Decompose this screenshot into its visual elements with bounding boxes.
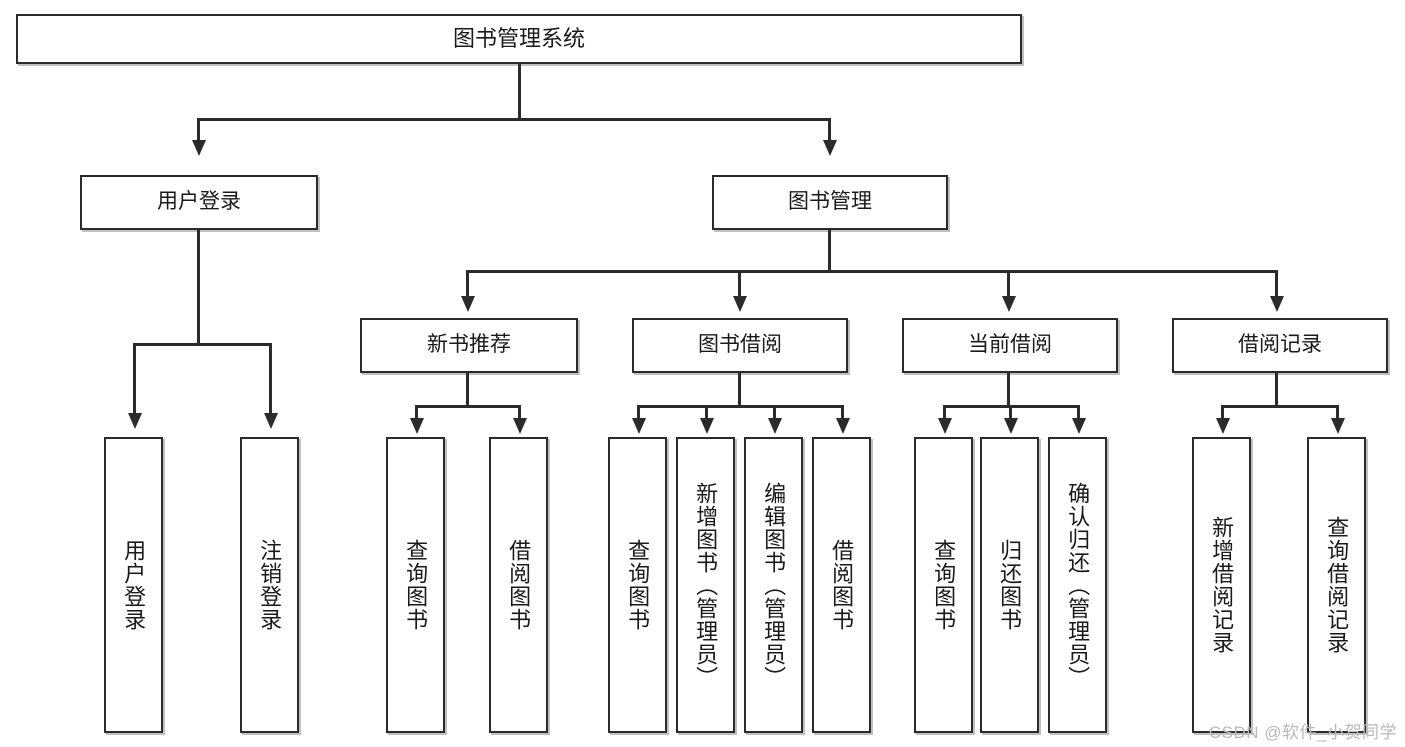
node-label: 编辑图书（管理员） — [761, 481, 787, 689]
connector-root-drop-user — [197, 118, 200, 144]
node-label: 图书借阅 — [698, 333, 782, 357]
node-leaf-query-book-recommend[interactable]: 查询图书 — [386, 437, 445, 733]
node-label: 借阅图书 — [506, 539, 532, 631]
connector-borrowrecord-drop-2 — [1336, 405, 1339, 421]
node-label: 确认归还（管理员） — [1065, 481, 1091, 689]
connector-root-bar — [197, 118, 831, 121]
node-leaf-query-book[interactable]: 查询图书 — [608, 437, 667, 733]
node-book-management[interactable]: 图书管理 — [712, 175, 948, 230]
connector-bookmanage-drop-1 — [466, 270, 469, 300]
node-leaf-add-book-admin[interactable]: 新增图书（管理员） — [676, 437, 735, 733]
node-label: 借阅图书 — [829, 539, 855, 631]
node-label: 新增借阅记录 — [1209, 516, 1235, 654]
node-user-login[interactable]: 用户登录 — [80, 175, 318, 230]
connector-bookborrow-stem — [738, 373, 741, 405]
connector-bookmanage-drop-2 — [738, 270, 741, 300]
node-label: 当前借阅 — [968, 333, 1052, 357]
arrowhead-bookmanage-child-1 — [461, 296, 475, 312]
node-label: 图书管理 — [788, 190, 872, 214]
connector-currentborrow-drop-1 — [943, 405, 946, 421]
node-current-borrow[interactable]: 当前借阅 — [902, 318, 1118, 373]
node-label: 借阅记录 — [1238, 333, 1322, 357]
connector-bookborrow-drop-3 — [773, 405, 776, 421]
arrowhead-newbook-leaf-1 — [410, 418, 424, 434]
node-leaf-logout[interactable]: 注销登录 — [240, 437, 299, 733]
connector-bookborrow-drop-1 — [637, 405, 640, 421]
arrowhead-userlogin-leaf-1 — [128, 413, 142, 429]
node-label: 用户登录 — [157, 190, 241, 214]
arrowhead-root-to-book-manage — [823, 140, 837, 156]
node-label: 查询借阅记录 — [1324, 516, 1350, 654]
node-label: 注销登录 — [257, 539, 283, 631]
connector-root-drop-book — [828, 118, 831, 144]
connector-currentborrow-stem — [1007, 373, 1010, 405]
arrowhead-bookborrow-leaf-1 — [632, 418, 646, 434]
node-label: 查询图书 — [403, 539, 429, 631]
node-label: 新书推荐 — [427, 333, 511, 357]
connector-userlogin-bar — [133, 343, 272, 346]
arrowhead-newbook-leaf-2 — [513, 418, 527, 434]
node-leaf-add-borrow-record[interactable]: 新增借阅记录 — [1192, 437, 1251, 733]
node-label: 用户登录 — [121, 539, 147, 631]
node-root-library-system[interactable]: 图书管理系统 — [16, 14, 1022, 64]
connector-currentborrow-drop-2 — [1009, 405, 1012, 421]
connector-currentborrow-drop-3 — [1077, 405, 1080, 421]
connector-bookborrow-drop-4 — [841, 405, 844, 421]
connector-newbook-drop-1 — [415, 405, 418, 421]
node-leaf-confirm-return-admin[interactable]: 确认归还（管理员） — [1048, 437, 1107, 733]
arrowhead-currentborrow-leaf-3 — [1072, 418, 1086, 434]
node-leaf-user-login[interactable]: 用户登录 — [104, 437, 163, 733]
node-borrow-record[interactable]: 借阅记录 — [1172, 318, 1388, 373]
connector-userlogin-stem — [197, 230, 200, 343]
node-leaf-borrow-book-recommend[interactable]: 借阅图书 — [489, 437, 548, 733]
arrowhead-currentborrow-leaf-2 — [1004, 418, 1018, 434]
connector-bookmanage-drop-3 — [1007, 270, 1010, 300]
connector-bookborrow-drop-2 — [705, 405, 708, 421]
node-label: 查询图书 — [931, 539, 957, 631]
node-label: 新增图书（管理员） — [693, 481, 719, 689]
arrowhead-root-to-user-login — [192, 140, 206, 156]
connector-userlogin-drop-2 — [269, 343, 272, 417]
connector-userlogin-drop-1 — [133, 343, 136, 417]
connector-bookmanage-drop-4 — [1275, 270, 1278, 300]
node-leaf-query-book-current[interactable]: 查询图书 — [914, 437, 973, 733]
arrowhead-bookmanage-child-2 — [733, 296, 747, 312]
node-label: 查询图书 — [625, 539, 651, 631]
node-leaf-return-book[interactable]: 归还图书 — [980, 437, 1039, 733]
node-leaf-edit-book-admin[interactable]: 编辑图书（管理员） — [744, 437, 803, 733]
node-new-book-recommend[interactable]: 新书推荐 — [360, 318, 578, 373]
connector-newbook-drop-2 — [518, 405, 521, 421]
arrowhead-borrowrecord-leaf-2 — [1331, 418, 1345, 434]
connector-borrowrecord-bar — [1221, 405, 1339, 408]
arrowhead-currentborrow-leaf-1 — [938, 418, 952, 434]
arrowhead-bookborrow-leaf-4 — [836, 418, 850, 434]
arrowhead-bookmanage-child-3 — [1002, 296, 1016, 312]
connector-newbook-bar — [415, 405, 521, 408]
connector-borrowrecord-drop-1 — [1221, 405, 1224, 421]
arrowhead-bookborrow-leaf-3 — [768, 418, 782, 434]
arrowhead-bookmanage-child-4 — [1270, 296, 1284, 312]
node-leaf-borrow-book[interactable]: 借阅图书 — [812, 437, 871, 733]
node-label: 归还图书 — [997, 539, 1023, 631]
node-label: 图书管理系统 — [452, 26, 585, 52]
connector-root-stem — [518, 64, 521, 118]
connector-bookmanage-bar — [466, 270, 1278, 273]
arrowhead-userlogin-leaf-2 — [264, 413, 278, 429]
arrowhead-borrowrecord-leaf-1 — [1216, 418, 1230, 434]
node-book-borrow[interactable]: 图书借阅 — [632, 318, 848, 373]
connector-borrowrecord-stem — [1275, 373, 1278, 405]
connector-bookmanage-stem — [828, 230, 831, 270]
node-leaf-query-borrow-record[interactable]: 查询借阅记录 — [1307, 437, 1366, 733]
connector-bookborrow-bar — [637, 405, 843, 408]
arrowhead-bookborrow-leaf-2 — [700, 418, 714, 434]
connector-newbook-stem — [466, 373, 469, 405]
